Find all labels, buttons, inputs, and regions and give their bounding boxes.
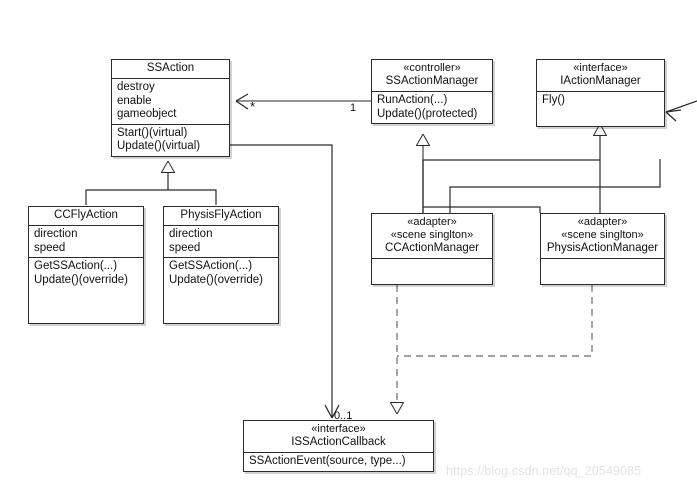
operation-compartment-issactioncallback: SSActionEvent(source, type...) [244, 453, 433, 471]
watermark-text: https://blog.csdn.net/qq_20549085 [446, 464, 642, 478]
attribute-item: speed [34, 241, 66, 254]
attribute-compartment-ssaction: destroy enable gameobject [112, 79, 229, 125]
generalization-flyactions-to-ssaction [85, 172, 217, 205]
class-header-ssaction: SSAction [112, 60, 229, 79]
operation-item: GetSSAction(...) [34, 260, 118, 272]
multiplicity-many: * [250, 99, 256, 114]
stereotype-label-secondary: «scene singlton» [561, 229, 644, 241]
operation-compartment-ccactionmanager [372, 259, 492, 269]
class-name-ssaction: SSAction [146, 62, 195, 74]
class-name-iactionmanager: IActionManager [560, 75, 641, 87]
class-name-ccactionmanager: CCActionManager [385, 242, 479, 254]
class-node-issactioncallback[interactable]: «interface» ISSActionCallback SSActionEv… [243, 420, 434, 472]
operation-compartment-physisflyaction: GetSSAction(...) Update()(override) [164, 258, 278, 289]
class-name-ccflyaction: CCFlyAction [54, 209, 118, 221]
operation-item: Start()(virtual) [117, 126, 188, 139]
operation-item: Update()(virtual) [117, 140, 201, 152]
operation-item: Update()(override) [34, 273, 128, 286]
class-header-physisflyaction: PhysisFlyAction [164, 207, 278, 226]
class-header-ccflyaction: CCFlyAction [29, 207, 143, 226]
operation-compartment-ssactionmanager: RunAction(...) Update()(protected) [372, 92, 492, 123]
class-node-physisactionmanager[interactable]: «adapter» «scene singlton» PhysisActionM… [540, 213, 665, 285]
operation-item: Fly() [542, 94, 565, 106]
class-name-physisactionmanager: PhysisActionManager [546, 242, 659, 254]
class-node-ccflyaction[interactable]: CCFlyAction direction speed GetSSAction(… [28, 206, 144, 324]
operation-item: RunAction(...) [377, 94, 448, 106]
attribute-item: direction [169, 228, 213, 240]
attribute-compartment-physisflyaction: direction speed [164, 226, 278, 258]
class-node-iactionmanager[interactable]: «interface» IActionManager Fly() [536, 59, 665, 127]
operation-compartment-ssaction: Start()(virtual) Update()(virtual) [112, 125, 229, 156]
class-name-ssactionmanager: SSActionManager [385, 75, 479, 87]
operation-compartment-iactionmanager: Fly() [537, 92, 664, 126]
class-node-ssactionmanager[interactable]: «controller» SSActionManager RunAction(.… [371, 59, 493, 124]
realization-managers-to-callback [397, 285, 593, 403]
operation-item: GetSSAction(...) [169, 260, 253, 272]
stereotype-label-secondary: «scene singlton» [390, 229, 474, 241]
attribute-item: destroy [117, 81, 155, 93]
stereotype-label: «controller» [403, 62, 461, 74]
class-header-iactionmanager: «interface» IActionManager [537, 60, 664, 92]
attribute-item: gameobject [117, 108, 177, 120]
class-node-ccactionmanager[interactable]: «adapter» «scene singlton» CCActionManag… [371, 213, 493, 285]
class-header-physisactionmanager: «adapter» «scene singlton» PhysisActionM… [541, 214, 664, 259]
generalization-to-iactionmanager [422, 135, 600, 213]
class-node-ssaction[interactable]: SSAction destroy enable gameobject Start… [111, 59, 230, 157]
operation-item: Update()(override) [169, 273, 263, 286]
multiplicity-one: 1 [350, 102, 357, 114]
operation-item: Update()(protected) [377, 107, 478, 120]
generalization-physisactionmanager-ssactionmanager [449, 159, 661, 213]
multiplicity-zero-or-one: 0..1 [334, 410, 353, 422]
class-header-ssactionmanager: «controller» SSActionManager [372, 60, 492, 92]
attribute-item: enable [117, 94, 152, 107]
attribute-item: speed [169, 241, 201, 254]
stereotype-label: «adapter» [577, 216, 628, 228]
stereotype-label: «interface» [573, 62, 628, 74]
class-name-physisflyaction: PhysisFlyAction [180, 209, 262, 221]
stereotype-label: «interface» [311, 423, 366, 435]
operation-item: SSActionEvent(source, type...) [249, 455, 406, 467]
stereotype-label: «adapter» [407, 216, 457, 228]
operation-compartment-ccflyaction: GetSSAction(...) Update()(override) [29, 258, 143, 289]
class-node-physisflyaction[interactable]: PhysisFlyAction direction speed GetSSAct… [163, 206, 279, 324]
attribute-compartment-ccflyaction: direction speed [29, 226, 143, 258]
class-header-ccactionmanager: «adapter» «scene singlton» CCActionManag… [372, 214, 492, 259]
class-name-issactioncallback: ISSActionCallback [291, 436, 386, 448]
attribute-item: direction [34, 228, 78, 240]
operation-compartment-physisactionmanager [541, 259, 664, 269]
class-header-issactioncallback: «interface» ISSActionCallback [244, 421, 433, 453]
association-external-to-iactionmanager [665, 100, 697, 122]
